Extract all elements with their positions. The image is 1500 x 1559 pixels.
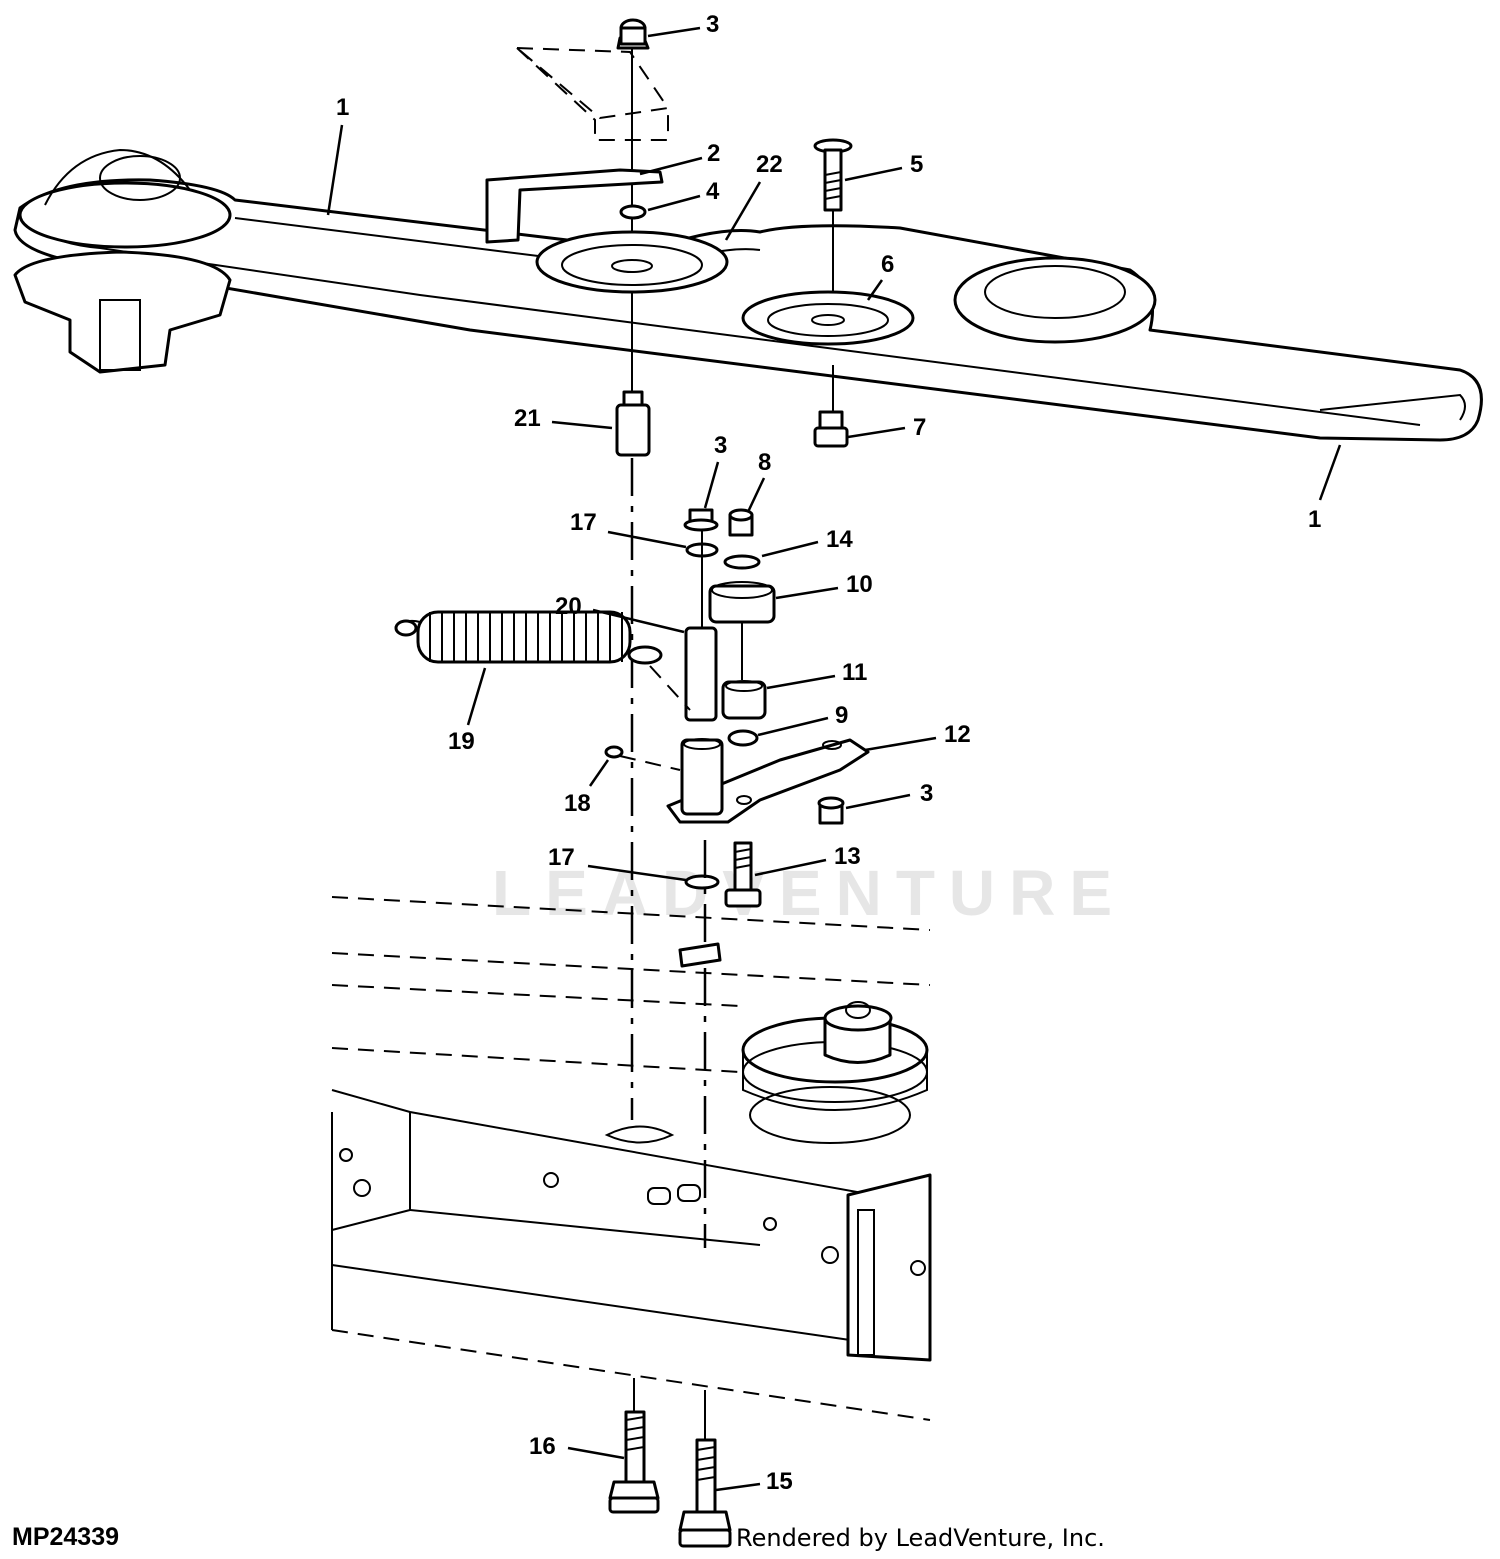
callout-14: 14 <box>826 526 853 553</box>
callout-21: 21 <box>514 405 541 432</box>
spacer-20 <box>684 626 718 722</box>
callout-7: 7 <box>913 414 926 441</box>
callout-12: 12 <box>944 721 971 748</box>
callout-3-mid: 3 <box>714 432 727 459</box>
left-spindle <box>13 148 232 374</box>
callout-5: 5 <box>910 151 923 178</box>
washer-17-bottom <box>684 874 720 890</box>
bolt-16 <box>608 1378 660 1514</box>
callout-11: 11 <box>842 659 867 686</box>
flange-nut-mid <box>683 508 719 532</box>
credit-text: Rendered by LeadVenture, Inc. <box>736 1524 1105 1552</box>
watermark: LEADVENTURE <box>492 857 1126 929</box>
lock-nut-7 <box>813 365 849 448</box>
callout-1-left: 1 <box>336 94 349 121</box>
callout-16: 16 <box>529 1433 556 1460</box>
right-pulley <box>953 256 1157 344</box>
callout-9: 9 <box>835 702 848 729</box>
idler-bracket <box>666 738 870 824</box>
callout-17-bottom: 17 <box>548 844 575 871</box>
callout-10: 10 <box>846 571 873 598</box>
mounting-bracket-dashed <box>514 46 670 141</box>
callout-1-right: 1 <box>1308 506 1321 533</box>
callout-8: 8 <box>758 449 771 476</box>
callout-15: 15 <box>766 1468 793 1495</box>
callout-18: 18 <box>564 790 591 817</box>
washer-9 <box>727 729 759 747</box>
pin-18 <box>604 745 681 771</box>
nut-8 <box>728 508 754 537</box>
bushing-10 <box>708 581 776 624</box>
figure-id: MP24339 <box>12 1523 120 1551</box>
tension-spring <box>394 610 691 711</box>
bolt-13 <box>724 841 762 908</box>
bolt-15 <box>678 1390 732 1548</box>
callout-19: 19 <box>448 728 475 755</box>
callouts: 1 1 2 3 3 3 4 5 6 7 8 9 10 11 12 13 14 <box>326 11 1342 1495</box>
washer-14 <box>723 554 761 570</box>
spacer-21 <box>615 390 651 457</box>
callout-6: 6 <box>881 251 894 278</box>
flange-nut-top <box>616 18 650 50</box>
callout-20: 20 <box>555 593 582 620</box>
callout-13: 13 <box>834 843 861 870</box>
idler-pulley-22 <box>535 230 729 294</box>
deck-nut <box>678 942 722 968</box>
carriage-bolt <box>813 138 853 320</box>
callout-3-top: 3 <box>706 11 719 38</box>
bushing-11 <box>721 680 767 720</box>
idler-arm <box>485 168 664 244</box>
callout-3-right: 3 <box>920 780 933 807</box>
callout-22: 22 <box>756 151 783 178</box>
callout-4: 4 <box>706 178 720 205</box>
idler-pulley-6 <box>741 290 915 346</box>
flange-nut-right <box>817 796 845 825</box>
callout-2: 2 <box>707 140 720 167</box>
mower-deck <box>331 896 932 1421</box>
callout-17-top: 17 <box>570 509 597 536</box>
washer-4 <box>619 204 647 220</box>
